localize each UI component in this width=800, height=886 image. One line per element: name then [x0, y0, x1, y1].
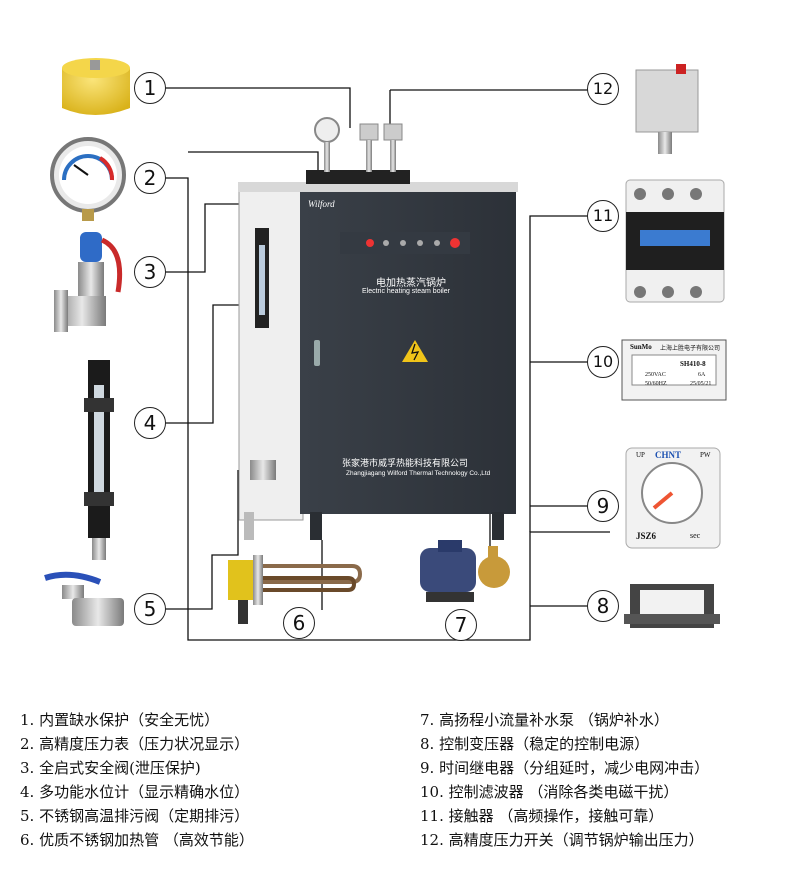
legend-item-12: 12. 高精度压力开关（调节锅炉输出压力） — [420, 831, 704, 849]
component-legend: 1. 内置缺水保护（安全无忧） 2. 高精度压力表（压力状况显示） 3. 全启式… — [0, 700, 800, 886]
callout-8: 8 — [587, 590, 619, 622]
safety-valve-image — [54, 232, 123, 332]
callout-12: 12 — [587, 73, 619, 105]
filter-image — [621, 339, 727, 401]
water-shortage-sensor-image — [62, 58, 130, 115]
contactor-image — [625, 179, 725, 303]
company-name-en: Zhangjiagang Wilford Thermal Technology … — [346, 470, 491, 477]
legend-item-1: 1. 内置缺水保护（安全无忧） — [20, 711, 220, 729]
legend-item-2: 2. 高精度压力表（压力状况显示） — [20, 735, 250, 753]
timer-mark-up: UP — [636, 451, 645, 459]
filter-spec-date: 25/05/21 — [690, 381, 712, 387]
callout-5: 5 — [134, 593, 166, 625]
legend-column-right: 7. 高扬程小流量补水泵 （锅炉补水） 8. 控制变压器（稳定的控制电源） 9.… — [420, 708, 709, 852]
callout-4: 4 — [134, 407, 166, 439]
callout-6: 6 — [283, 607, 315, 639]
filter-company: 上海上胜电子有限公司 — [660, 346, 721, 352]
filter-spec-voltage: 250VAC — [645, 372, 666, 378]
callout-1: 1 — [134, 72, 166, 104]
legend-item-11: 11. 接触器 （高频操作，接触可靠） — [420, 807, 664, 825]
drain-valve-image — [44, 571, 124, 626]
legend-item-6: 6. 优质不锈钢加热管 （高效节能） — [20, 831, 254, 849]
legend-item-4: 4. 多功能水位计（显示精确水位） — [20, 783, 250, 801]
boiler-title-cn: 电加热蒸汽锅炉 — [376, 278, 446, 289]
filter-brand: SunMo — [630, 343, 652, 351]
filter-model: SH410-8 — [680, 360, 706, 368]
company-name-cn: 张家港市威孚热能科技有限公司 — [342, 459, 469, 469]
boiler-title-en: Electric heating steam boiler — [362, 288, 450, 295]
boiler-component-diagram: Wilford 电加热蒸汽锅炉 Electric heating steam b… — [44, 58, 727, 641]
pressure-switch-image — [635, 64, 699, 154]
timer-brand: CHNT — [655, 450, 682, 460]
timer-unit: sec — [690, 531, 701, 540]
transformer-image — [624, 584, 720, 628]
callout-10: 10 — [587, 346, 619, 378]
filter-spec-current: 6A — [698, 372, 706, 378]
callout-11: 11 — [587, 200, 619, 232]
water-level-gauge-image — [84, 360, 114, 560]
steam-boiler-image — [238, 117, 518, 540]
water-pump-image — [420, 540, 510, 602]
heating-tube-image — [228, 555, 363, 624]
callout-3: 3 — [134, 256, 166, 288]
time-relay-image — [625, 447, 721, 549]
callout-2: 2 — [134, 162, 166, 194]
callout-9: 9 — [587, 490, 619, 522]
legend-item-5: 5. 不锈钢高温排污阀（定期排污） — [20, 807, 250, 825]
legend-item-10: 10. 控制滤波器 （消除各类电磁干扰） — [420, 783, 679, 801]
legend-item-8: 8. 控制变压器（稳定的控制电源） — [420, 735, 650, 753]
legend-column-left: 1. 内置缺水保护（安全无忧） 2. 高精度压力表（压力状况显示） 3. 全启式… — [20, 708, 254, 852]
timer-model: JSZ6 — [636, 531, 657, 541]
legend-item-9: 9. 时间继电器（分组延时，减少电网冲击） — [420, 759, 710, 777]
diagram-canvas — [44, 58, 727, 641]
timer-mark-pw: PW — [700, 451, 711, 459]
legend-item-7: 7. 高扬程小流量补水泵 （锅炉补水） — [420, 711, 669, 729]
pressure-gauge-image — [50, 137, 126, 221]
legend-item-3: 3. 全启式安全阀(泄压保护) — [20, 759, 201, 777]
boiler-brand: Wilford — [308, 199, 335, 209]
filter-spec-frequency: 50/60HZ — [645, 381, 667, 387]
connector-lines — [165, 87, 610, 641]
callout-7: 7 — [445, 609, 477, 641]
